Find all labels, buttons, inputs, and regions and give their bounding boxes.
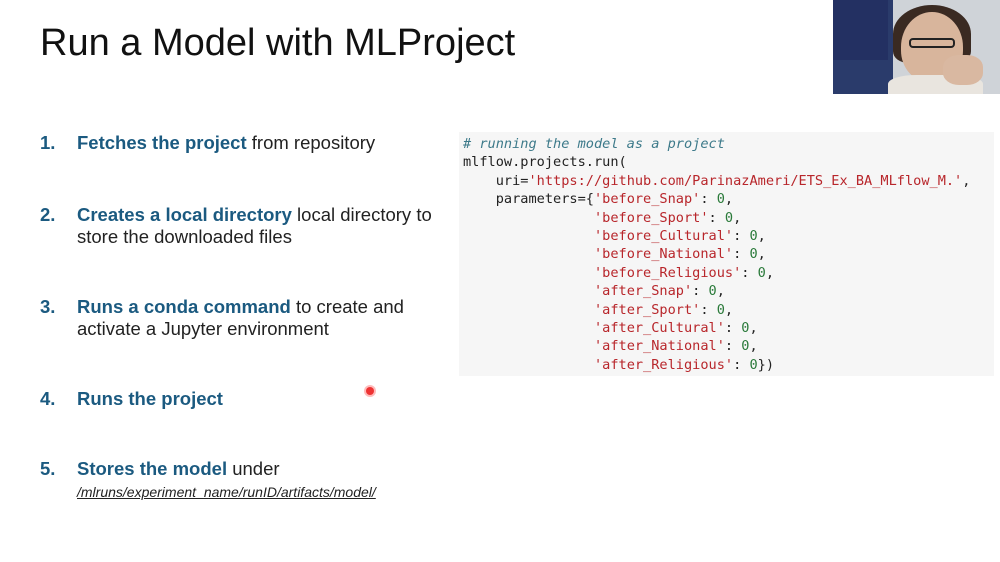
presenter-webcam <box>833 0 1000 94</box>
code-param-key: 'after_Cultural' <box>593 319 725 336</box>
step-strong: Runs a conda command <box>77 296 291 317</box>
code-param-value: 0 <box>708 283 717 300</box>
code-param-key: 'before_Religious' <box>593 264 742 281</box>
step-strong: Fetches the project <box>77 132 247 153</box>
code-indent: parameters={ <box>463 191 594 208</box>
code-closing: }) <box>757 356 775 373</box>
code-param-value: 0 <box>749 246 758 263</box>
code-param-value: 0 <box>749 227 758 244</box>
model-path: /mlruns/experiment_name/runID/artifacts/… <box>77 484 376 500</box>
code-param-value: 0 <box>741 319 750 336</box>
code-param-key: 'before_National' <box>593 246 734 263</box>
code-comment: # running the model as a project <box>463 136 725 152</box>
step-text: local directory to store the downloaded … <box>77 204 432 247</box>
code-param-value: 0 <box>757 264 766 281</box>
code-uri-line: uri='https://github.com/ParinazAmeri/ETS… <box>463 172 994 190</box>
code-indent <box>463 228 594 244</box>
step-text: from repository <box>246 132 376 153</box>
code-param-key: 'before_Snap' <box>593 191 701 208</box>
step-number: 3. <box>40 296 56 317</box>
code-param-line: 'after_Religious': 0}) <box>463 356 994 374</box>
step-number: 4. <box>40 388 56 409</box>
code-indent <box>463 320 594 336</box>
code-indent <box>463 265 594 281</box>
step-text: under <box>227 458 280 479</box>
code-param-line: parameters={'before_Snap': 0, <box>463 191 734 208</box>
step-strong: Runs the project <box>77 388 223 409</box>
code-param-line: 'after_Sport': 0, <box>463 301 994 319</box>
code-param-line: 'before_Cultural': 0, <box>463 227 994 245</box>
step-strong: Creates a local directory <box>77 204 292 225</box>
step-number: 2. <box>40 204 56 225</box>
code-param-key: 'after_Snap' <box>593 283 693 300</box>
code-uri-suffix: , <box>962 172 971 189</box>
code-param-line: 'before_National': 0, <box>463 245 994 263</box>
code-indent <box>463 338 594 354</box>
code-param-key: 'after_Sport' <box>593 301 701 318</box>
code-indent <box>463 210 594 226</box>
code-param-value: 0 <box>716 191 725 208</box>
code-param-value: 0 <box>716 301 725 318</box>
code-param-line: 'before_Religious': 0, <box>463 264 994 282</box>
code-call: mlflow.projects.run( <box>463 154 627 171</box>
step-text: to create and activate a Jupyter environ… <box>77 296 404 339</box>
code-indent <box>463 302 594 318</box>
code-indent <box>463 246 594 262</box>
code-block: # running the model as a project mlflow.… <box>459 132 994 376</box>
code-param-value: 0 <box>724 209 734 226</box>
code-param-line: 'after_Cultural': 0, <box>463 319 994 337</box>
code-param-key: 'after_National' <box>593 338 725 355</box>
code-uri-value: 'https://github.com/ParinazAmeri/ETS_Ex_… <box>528 172 963 189</box>
code-param-value: 0 <box>741 338 750 355</box>
code-uri-key: uri= <box>463 172 529 189</box>
code-param-key: 'after_Religious' <box>593 356 734 373</box>
code-indent <box>463 283 594 299</box>
code-param-key: 'before_Cultural' <box>593 227 734 244</box>
pointer-cursor-icon <box>366 387 374 395</box>
code-param-key: 'before_Sport' <box>593 209 709 226</box>
step-number: 1. <box>40 132 56 153</box>
code-indent <box>463 357 594 373</box>
code-param-line: 'before_Sport': 0, <box>463 209 994 227</box>
step-strong: Stores the model <box>77 458 228 479</box>
code-param-value: 0 <box>749 356 758 373</box>
code-param-line: 'after_Snap': 0, <box>463 282 994 300</box>
step-number: 5. <box>40 458 56 479</box>
code-param-line: 'after_National': 0, <box>463 337 994 355</box>
slide-title: Run a Model with MLProject <box>40 22 516 64</box>
